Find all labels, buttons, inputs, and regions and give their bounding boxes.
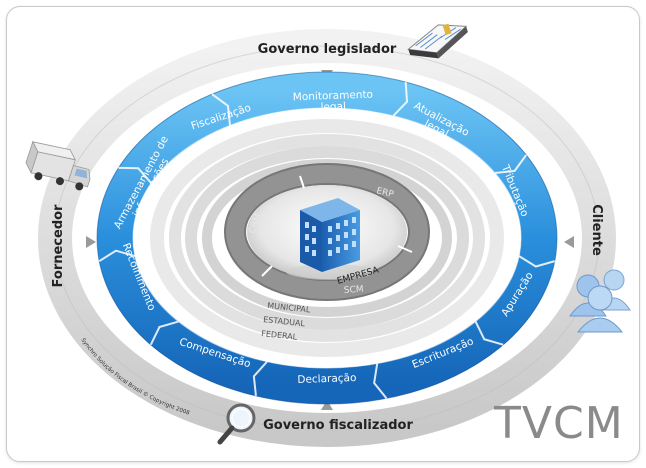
label-governo-fiscalizador: Governo fiscalizador <box>263 418 413 433</box>
label-cliente: Cliente <box>589 204 604 256</box>
building-icon <box>286 198 374 280</box>
core-ring <box>224 163 430 301</box>
outer-stakeholder-ring <box>38 29 616 447</box>
process-chevron-separator <box>118 166 152 184</box>
process-chevron-separator <box>211 93 231 126</box>
process-chevron-separator <box>252 360 268 396</box>
process-chevron-separator <box>474 321 504 346</box>
magnifier-icon <box>217 403 256 445</box>
process-chevron-separator <box>98 249 136 262</box>
book-icon <box>407 23 468 59</box>
process-chevron-separator <box>149 320 179 346</box>
process-chevron-separator <box>518 255 556 268</box>
label-governo-legislador: Governo legislador <box>258 42 397 57</box>
label-fornecedor: Fornecedor <box>51 204 66 288</box>
process-ring <box>96 71 558 405</box>
process-declaracao: Declaração <box>297 372 356 386</box>
core-scm: SCM <box>344 285 364 296</box>
process-chevron-separator <box>392 81 409 117</box>
level-federal: FEDERAL <box>261 329 298 342</box>
users-icon <box>569 269 631 333</box>
truck-icon <box>25 140 91 191</box>
core-erp: ERP <box>375 186 395 200</box>
tvcm-logo: TVCM <box>494 398 624 449</box>
process-monitoramento-legal: Monitoramentolegal <box>293 89 374 115</box>
process-chevron-separator <box>494 154 527 174</box>
process-chevron-separator <box>373 363 388 399</box>
level-estadual: ESTADUAL <box>263 315 306 328</box>
